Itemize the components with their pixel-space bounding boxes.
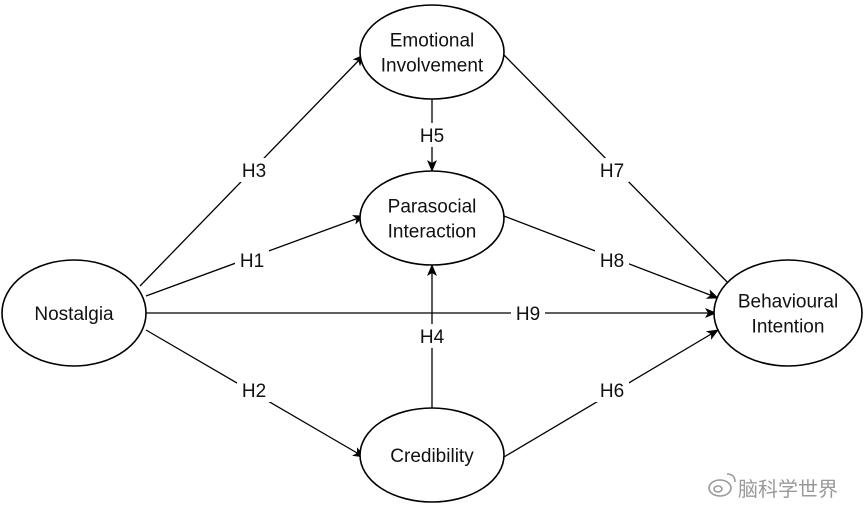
node-nostalgia: Nostalgia — [1, 259, 147, 367]
edge-emotional-involvement-to-behavioural-intention: H7 — [503, 54, 736, 291]
watermark: 脑科学世界 — [708, 473, 838, 501]
edge-nostalgia-to-credibility: H2 — [145, 329, 365, 458]
node-ellipse — [1, 259, 147, 367]
edge-nostalgia-to-parasocial-interaction: H1 — [145, 215, 365, 297]
edge-parasocial-interaction-to-behavioural-intention: H8 — [503, 215, 719, 299]
edge-label-h6: H6 — [600, 381, 624, 402]
node-label: Behavioural — [738, 292, 838, 313]
node-label: Nostalgia — [34, 304, 114, 325]
edge-label-h1: H1 — [240, 251, 264, 272]
edge-label-h4: H4 — [420, 327, 445, 348]
edge-label-background — [415, 324, 449, 348]
node-label: Emotional — [390, 31, 475, 52]
edge-nostalgia-to-behavioural-intention: H9 — [146, 301, 717, 325]
edge-label-background — [235, 248, 269, 272]
node-label: Parasocial — [388, 197, 477, 218]
edge-label-background — [237, 378, 271, 402]
node-ellipse — [713, 259, 863, 367]
watermark-text: 脑科学世界 — [738, 477, 838, 501]
edge-nostalgia-to-emotional-involvement: H3 — [139, 54, 365, 287]
edge-label-h8: H8 — [600, 251, 624, 272]
node-ellipse — [359, 4, 505, 100]
weibo-logo-icon — [708, 473, 736, 497]
edge-credibility-to-behavioural-intention: H6 — [503, 329, 719, 458]
node-label: Intention — [752, 317, 825, 338]
node-credibility: Credibility — [359, 407, 505, 503]
edge-label-background — [595, 248, 629, 272]
node-ellipse — [359, 407, 505, 503]
edge-credibility-to-parasocial-interaction: H4 — [415, 264, 449, 408]
nodes-layer: NostalgiaEmotionalInvolvementParasocialI… — [1, 4, 863, 503]
edge-emotional-involvement-to-parasocial-interaction: H5 — [415, 99, 449, 172]
edge-label-h3: H3 — [242, 161, 266, 182]
edge-label-background — [595, 378, 629, 402]
edge-label-background — [511, 301, 545, 325]
edge-label-background — [415, 123, 449, 147]
edge-label-h7: H7 — [600, 161, 624, 182]
node-ellipse — [359, 170, 505, 266]
node-label: Involvement — [381, 56, 484, 77]
edge-label-background — [237, 158, 271, 182]
node-label: Interaction — [388, 222, 477, 243]
edge-label-h5: H5 — [420, 126, 444, 147]
node-label: Credibility — [390, 446, 474, 467]
edge-label-h9: H9 — [516, 304, 540, 325]
edge-label-background — [595, 158, 629, 182]
edge-label-h2: H2 — [242, 381, 266, 402]
